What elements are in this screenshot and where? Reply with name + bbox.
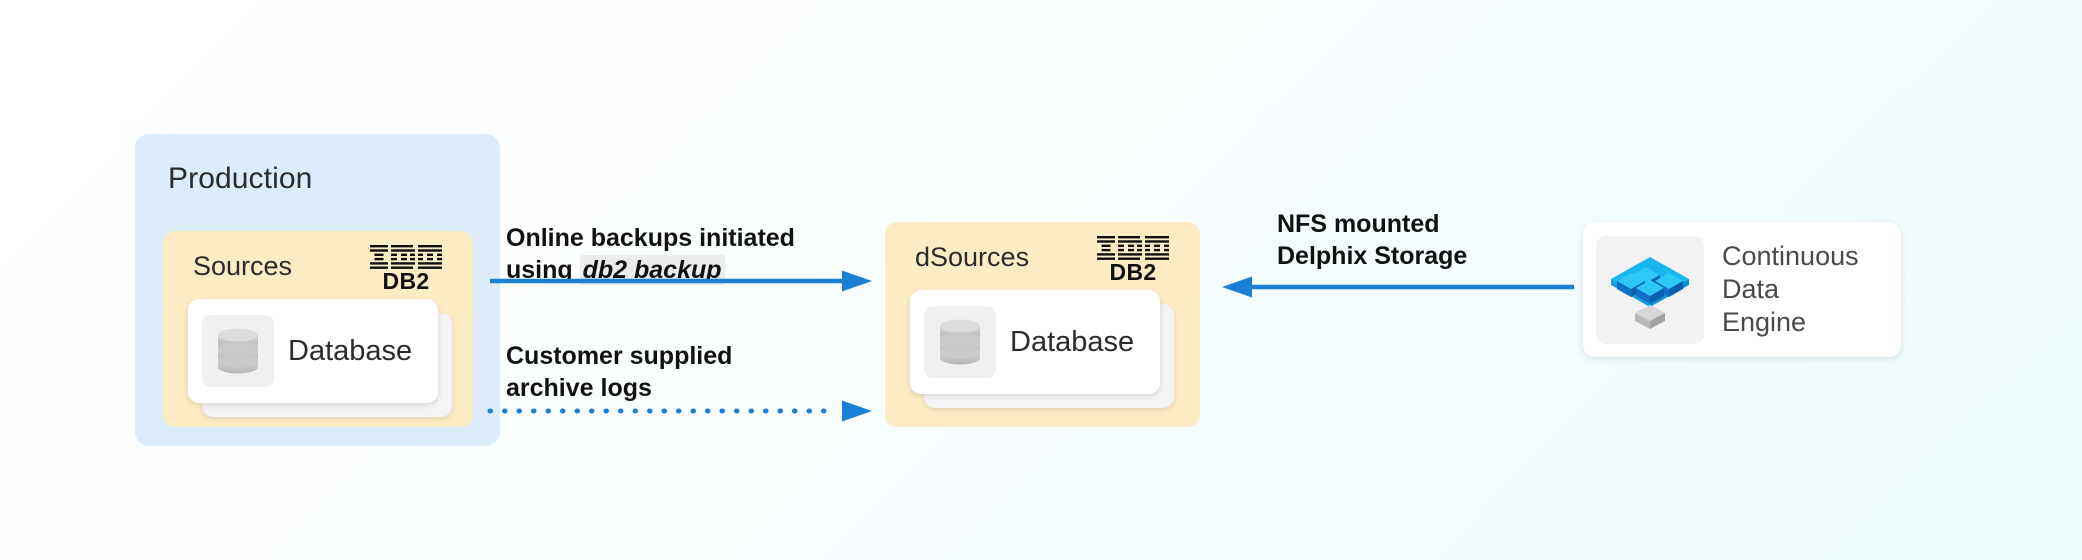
sources-card: Sources (163, 231, 473, 427)
database-tile[interactable]: Database (910, 290, 1160, 394)
production-title: Production (168, 162, 313, 195)
delphix-engine-blocks-icon (1596, 235, 1704, 344)
flow-label-nfs-mount: NFS mounted Delphix Storage (1277, 210, 1468, 270)
ibm-logo-icon (370, 245, 442, 269)
continuous-data-engine-card[interactable]: Continuous Data Engine (1583, 222, 1901, 357)
continuous-data-engine-label: Continuous Data Engine (1722, 241, 1859, 337)
arrow-online-backups (490, 270, 872, 292)
flow-label-archive-logs: Customer supplied archive logs (506, 342, 733, 402)
arrow-nfs-mount (1222, 276, 1574, 298)
flow-label-text: Online backups initiated using (506, 224, 795, 284)
dsources-label: dSources (915, 242, 1030, 272)
ibm-db2-logo-dsources: DB2 (1092, 236, 1174, 284)
database-cylinder-icon (924, 306, 996, 378)
db2-product-label-sources: DB2 (382, 268, 430, 294)
database-tile[interactable]: Database (188, 299, 438, 403)
db2-product-label-dsources: DB2 (1109, 259, 1157, 285)
production-panel: Production Sources (135, 134, 500, 446)
arrow-archive-logs (487, 400, 872, 422)
ibm-db2-logo-sources: DB2 (365, 245, 447, 293)
database-cylinder-icon (202, 315, 274, 387)
sources-label: Sources (193, 251, 293, 281)
database-name: Database (288, 334, 413, 367)
ibm-logo-icon (1097, 236, 1169, 260)
sources-database-stack: Database (188, 299, 452, 417)
dsources-card: dSources (885, 222, 1200, 427)
database-name: Database (1010, 325, 1135, 358)
dsources-database-stack: Database (910, 290, 1174, 408)
